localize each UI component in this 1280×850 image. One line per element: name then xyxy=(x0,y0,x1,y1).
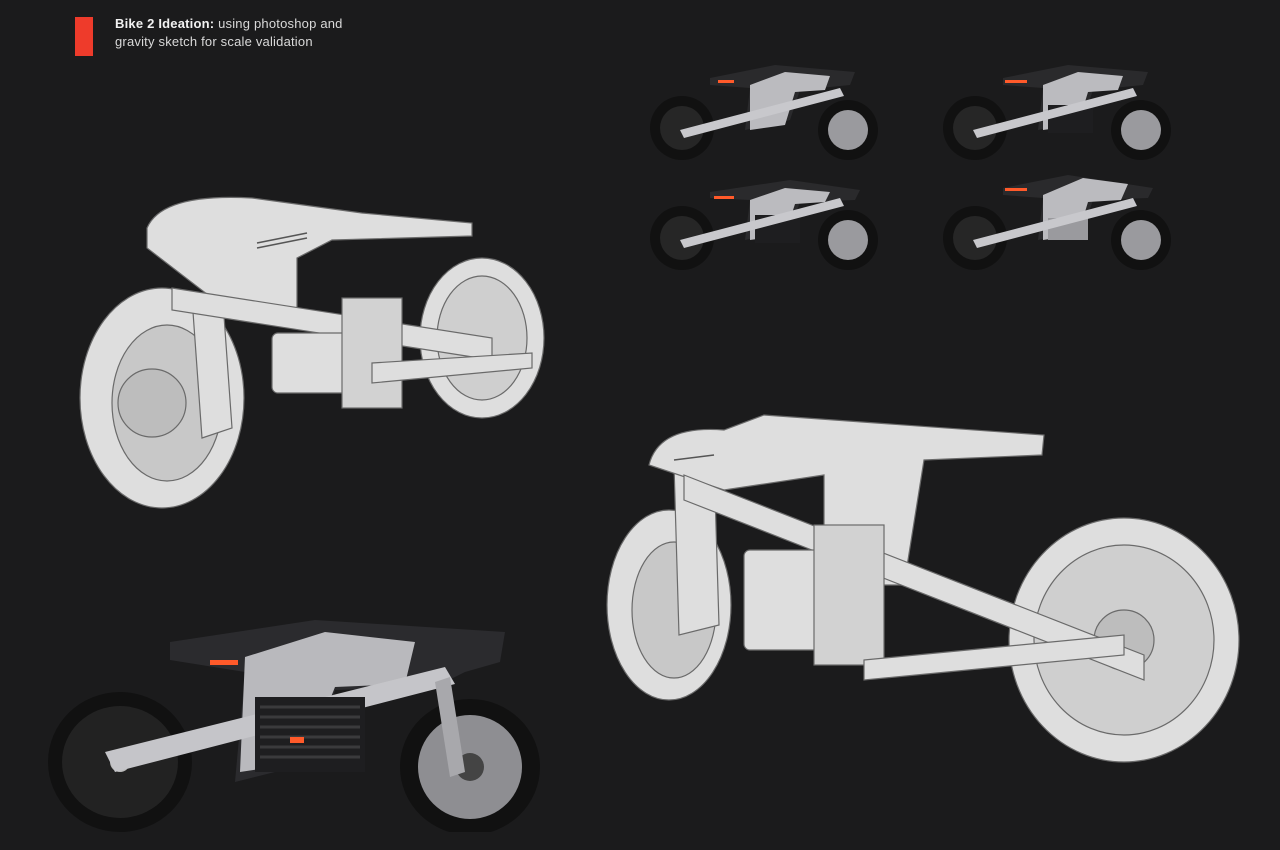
bike-sketch-large-right xyxy=(604,405,1240,765)
bike-render-bottom-left xyxy=(45,612,545,832)
bike-thumbnail-4 xyxy=(943,170,1175,272)
caption-line-2: gravity sketch for scale validation xyxy=(115,34,313,49)
bike-thumbnail-2 xyxy=(943,60,1175,162)
bike-thumbnail-3 xyxy=(650,170,882,272)
caption-title: Bike 2 Ideation: xyxy=(115,16,215,31)
bike-sketch-large-left xyxy=(72,188,557,518)
caption-line-1: using photoshop and xyxy=(214,16,343,31)
accent-bar xyxy=(75,17,93,56)
bike-thumbnail-1 xyxy=(650,60,882,162)
caption: Bike 2 Ideation: using photoshop and gra… xyxy=(115,15,435,51)
